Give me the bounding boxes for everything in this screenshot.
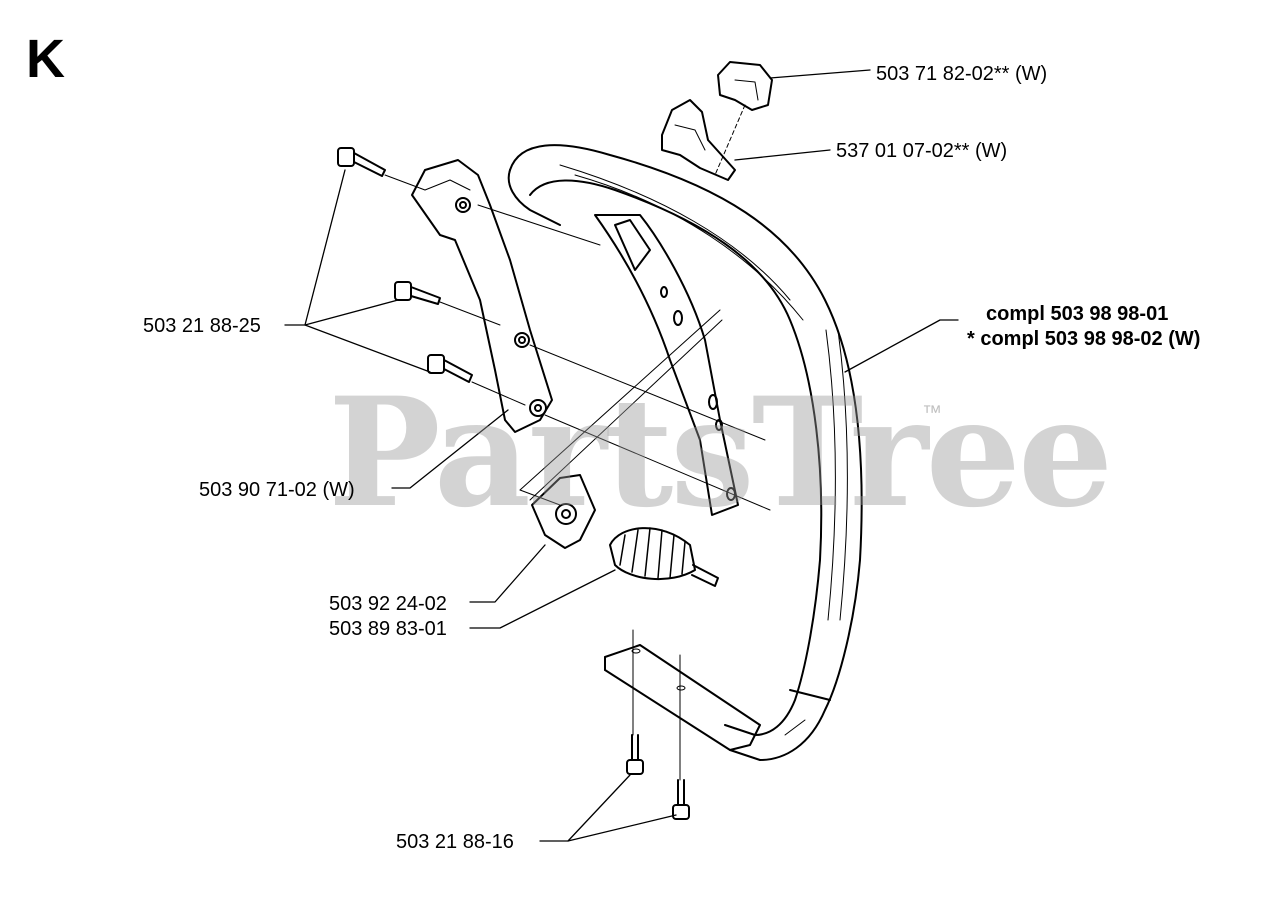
part-label-spring: 503 89 83-01 xyxy=(329,618,447,640)
screw-5 xyxy=(672,779,690,820)
part-label-plate: 503 92 24-02 xyxy=(329,593,447,615)
part-label-grip-top: 503 71 82-02** (W) xyxy=(876,63,1048,85)
leader-lines xyxy=(284,69,959,842)
trademark-symbol: ™ xyxy=(922,402,942,424)
part-label-handle-compl-w: * compl 503 98 98-02 (W) xyxy=(967,328,1201,350)
grip-clip-part xyxy=(661,99,736,181)
part-label-handle-compl: compl 503 98 98-01 xyxy=(986,303,1169,325)
part-label-grip-clip: 537 01 07-02** (W) xyxy=(836,140,1008,162)
left-bracket xyxy=(411,159,553,433)
screw-2 xyxy=(394,281,441,305)
part-label-bracket: 503 90 71-02 (W) xyxy=(199,479,355,501)
grip-top-part xyxy=(717,61,773,111)
anti-vibration-spring xyxy=(609,527,719,587)
handle-bar xyxy=(507,144,863,761)
screw-1 xyxy=(337,147,386,177)
assembly-lines xyxy=(384,174,771,781)
part-label-screws-top: 503 21 88-25 xyxy=(143,315,261,337)
watermark: PartsTree xyxy=(328,365,1113,541)
anti-vibration-plate xyxy=(531,474,596,549)
screw-4 xyxy=(626,734,644,775)
part-label-screws-bottom: 503 21 88-16 xyxy=(396,831,514,853)
section-letter: K xyxy=(26,29,65,89)
screw-3 xyxy=(427,354,473,383)
